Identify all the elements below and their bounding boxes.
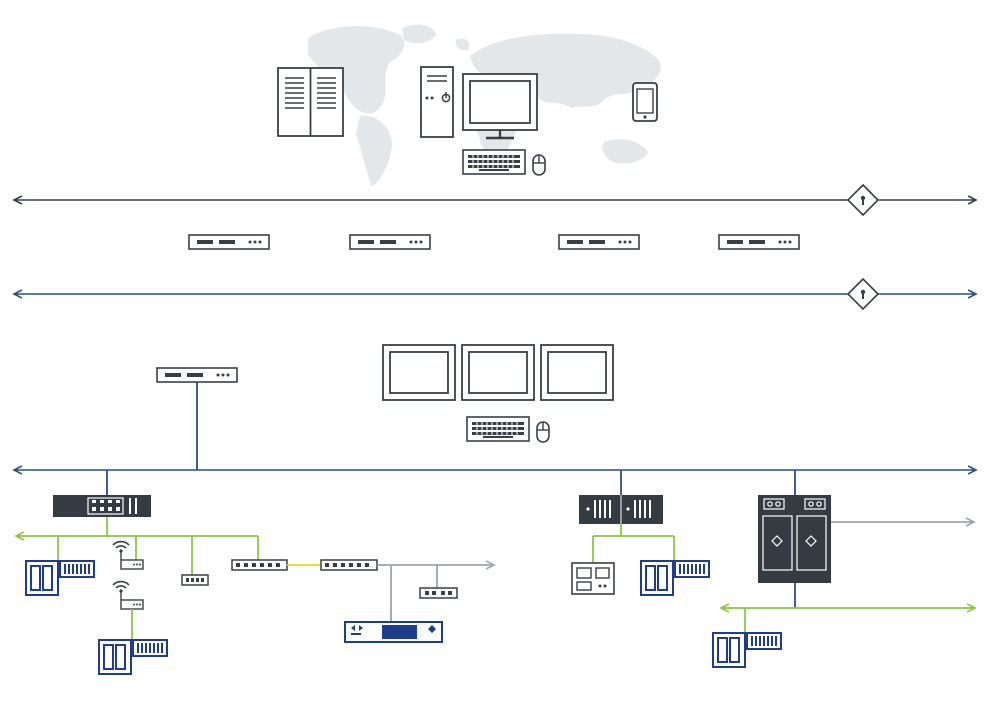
- mouse-icon: [536, 421, 550, 443]
- monitor-icon: [540, 344, 614, 401]
- firewall-diamond-icon: [847, 278, 879, 310]
- network-switch-icon: [320, 559, 378, 571]
- io-module-icon: [571, 562, 615, 595]
- controller-icon: [53, 495, 151, 517]
- io-module-icon: [640, 560, 710, 596]
- keyboard-icon: [462, 149, 526, 175]
- wireless-access-point-icon: [112, 540, 144, 570]
- drive-controller-icon: [344, 621, 443, 643]
- controller-icon: [758, 495, 831, 583]
- keyboard-icon: [466, 416, 530, 442]
- controller-icon: [579, 495, 663, 524]
- network-switch-icon: [188, 234, 270, 250]
- io-module-icon: [25, 560, 95, 596]
- firewall-diamond-icon: [847, 184, 879, 216]
- smartphone-icon: [632, 82, 658, 122]
- network-switch-icon: [718, 234, 800, 250]
- io-module-icon: [181, 574, 209, 586]
- network-switch-icon: [156, 367, 238, 383]
- monitor-icon: [382, 344, 456, 401]
- desktop-workstation-icon: [420, 66, 538, 140]
- mouse-icon: [532, 154, 546, 176]
- monitor-icon: [461, 344, 535, 401]
- io-module-icon: [419, 587, 458, 599]
- network-switch-icon: [349, 234, 431, 250]
- network-switch-icon: [558, 234, 640, 250]
- server-rack-icon: [277, 67, 344, 137]
- wireless-access-point-icon: [112, 580, 144, 610]
- io-module-icon: [98, 639, 168, 675]
- network-switch-icon: [231, 559, 288, 571]
- io-module-icon: [712, 632, 782, 668]
